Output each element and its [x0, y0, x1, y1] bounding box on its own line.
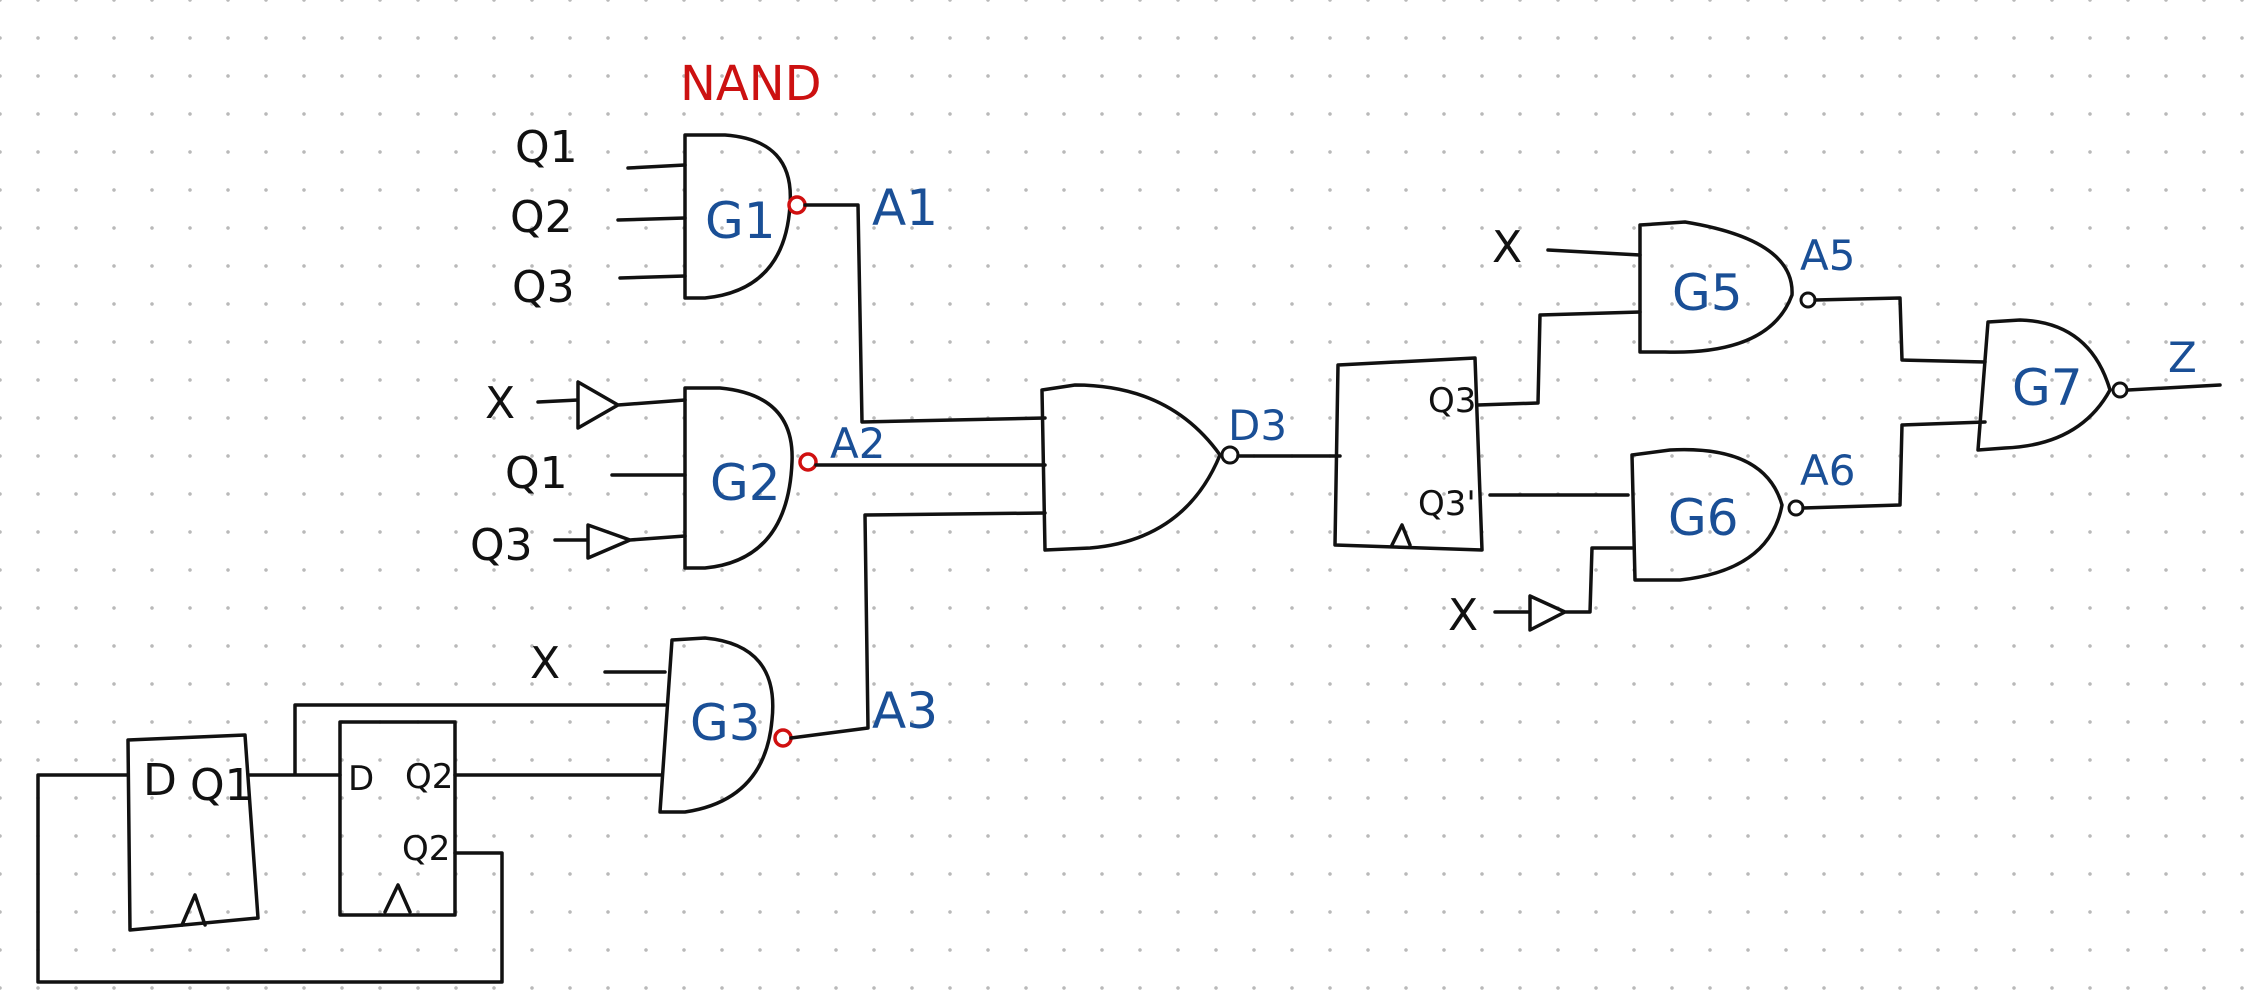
signal-a1-label: A1 — [872, 179, 938, 237]
gate-g5 — [1638, 220, 1794, 354]
g2-input-q3: Q3 — [470, 520, 533, 571]
g3-output-bubble — [773, 728, 793, 748]
ff3-clock-triangle — [1390, 523, 1412, 547]
ff2-q-label: Q2 — [405, 757, 453, 797]
g6-output-bubble — [1787, 499, 1805, 517]
gate-g6-label: G6 — [1668, 489, 1739, 547]
gate-g3 — [658, 636, 775, 814]
gate-g7 — [1976, 318, 2112, 452]
ff1-d-label: D — [143, 755, 177, 806]
wire-q3-to-g5 — [1476, 310, 1642, 407]
gate-g2-label: G2 — [710, 454, 781, 512]
g2-output-bubble — [798, 452, 818, 472]
signal-a5-label: A5 — [1800, 231, 1855, 280]
signal-a2-label: A2 — [830, 419, 885, 468]
g2-input-x: X — [485, 378, 515, 429]
g5-output-bubble — [1799, 291, 1817, 309]
gate-g5-label: G5 — [1672, 264, 1743, 322]
ff1-q-label: Q1 — [190, 760, 253, 811]
g1-output-bubble — [787, 195, 807, 215]
ff2-clock-triangle — [383, 883, 412, 914]
wire-a1 — [803, 203, 1047, 424]
wire-z-output — [2126, 383, 2222, 392]
g1-input-q2: Q2 — [510, 192, 573, 243]
flipflop-2 — [338, 720, 457, 917]
g1-input-q3: Q3 — [512, 262, 575, 313]
g1-input-q1: Q1 — [515, 122, 578, 173]
g5-input-x: X — [1492, 222, 1522, 273]
wire-q2n-feedback-to-ff1 — [36, 773, 504, 984]
wire-a6-to-g7 — [1801, 420, 1987, 510]
gate-g1-label: G1 — [705, 192, 776, 250]
signal-d3-label: D3 — [1228, 401, 1287, 450]
g6-input-x: X — [1448, 590, 1478, 641]
signal-a3-label: A3 — [872, 682, 938, 740]
flipflop-3 — [1333, 356, 1484, 552]
g7-output-bubble — [2111, 381, 2129, 399]
g6-input-x-wire — [1493, 546, 1634, 632]
gate-d3 — [1040, 383, 1222, 552]
wire-q1-to-ff2-and-g3 — [248, 703, 667, 777]
signal-z-label: Z — [2168, 333, 2197, 382]
signal-a6-label: A6 — [1800, 446, 1855, 495]
g2-input-q1: Q1 — [505, 448, 568, 499]
ff2-qn-label: Q2' — [402, 829, 460, 869]
title-label: NAND — [680, 56, 822, 112]
gate-g2 — [683, 386, 794, 570]
flipflop-1 — [126, 733, 260, 932]
g1-input-wires — [616, 163, 687, 280]
gate-g6 — [1630, 447, 1784, 582]
gate-g3-label: G3 — [690, 694, 761, 752]
ff3-qn-label: Q3' — [1418, 484, 1476, 524]
ff3-q-label: Q3 — [1428, 381, 1476, 421]
g3-input-x: X — [530, 638, 560, 689]
ff1-clock-triangle — [180, 893, 207, 927]
wire-a3 — [789, 511, 1047, 740]
wire-a5-to-g7 — [1813, 296, 1987, 364]
g5-input-x-wire — [1546, 248, 1642, 257]
g2-input-wires — [536, 380, 687, 560]
ff2-d-label: D — [348, 759, 374, 799]
gate-g7-label: G7 — [2012, 359, 2083, 417]
